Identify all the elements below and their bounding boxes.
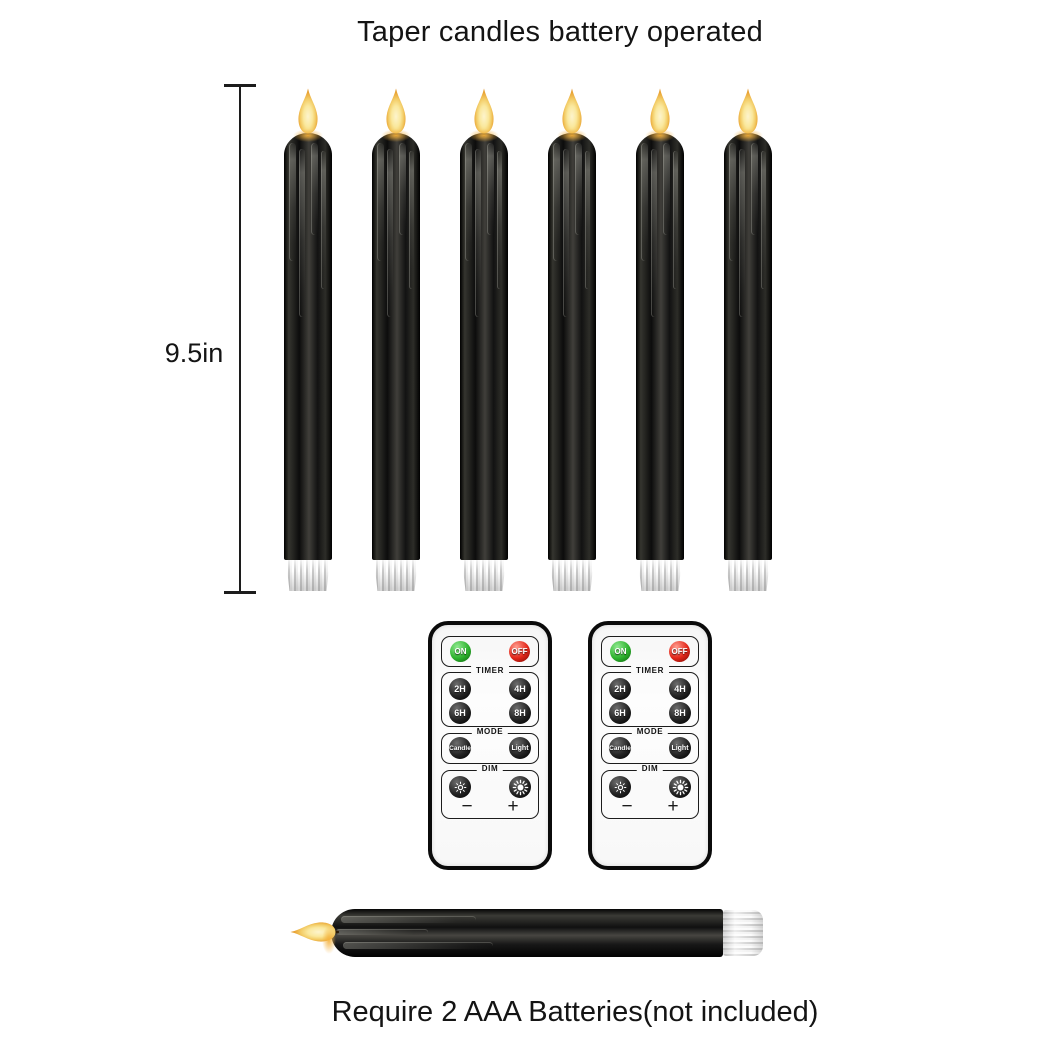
mode-light-button[interactable]: Light [669, 737, 691, 759]
dim-high-icon [672, 779, 689, 796]
on-button[interactable]: ON [450, 641, 471, 662]
timer-4h-button[interactable]: 4H [509, 678, 531, 700]
on-button-label: ON [614, 647, 627, 656]
candle-base [638, 560, 682, 591]
dim-minus-label: − [461, 796, 473, 817]
dim-low-icon [453, 780, 468, 795]
mode-section-label: MODE [471, 727, 509, 736]
dim-down-button[interactable] [609, 776, 631, 798]
candle [372, 87, 420, 595]
candle-body [548, 129, 596, 560]
height-measurement-label: 9.5in [164, 338, 224, 368]
candle-body [460, 129, 508, 560]
candle [548, 87, 596, 595]
flame-glow [645, 129, 675, 142]
off-button-label: OFF [511, 647, 528, 656]
horizontal-candle [286, 906, 768, 960]
candle-base [550, 560, 594, 591]
mode-candle-button[interactable]: Candle [449, 737, 471, 759]
timer-6h-button[interactable]: 6H [449, 702, 471, 724]
candle-base [462, 560, 506, 591]
dim-section-label: DIM [636, 764, 664, 773]
candle-body [636, 129, 684, 560]
flame-glow [381, 129, 411, 142]
mode-group: MODE Candle Light [441, 727, 539, 764]
candle [636, 87, 684, 595]
timer-2h-button[interactable]: 2H [609, 678, 631, 700]
measure-cap-top [224, 84, 256, 87]
flame-glow [469, 129, 499, 142]
mode-candle-button[interactable]: Candle [609, 737, 631, 759]
flame-glow [322, 926, 336, 954]
measure-cap-bottom [224, 591, 256, 594]
candle [284, 87, 332, 595]
timer-8h-button[interactable]: 8H [669, 702, 691, 724]
measure-line [239, 86, 241, 592]
candle-base [723, 910, 763, 956]
battery-note: Require 2 AAA Batteries(not included) [331, 996, 819, 1028]
flame-glow [733, 129, 763, 142]
off-button[interactable]: OFF [669, 641, 690, 662]
on-button-label: ON [454, 647, 467, 656]
flame-glow [557, 129, 587, 142]
dim-section-label: DIM [476, 764, 504, 773]
dim-high-icon [512, 779, 529, 796]
candle-body [284, 129, 332, 560]
timer-8h-button[interactable]: 8H [509, 702, 531, 724]
candle-body [331, 909, 723, 957]
candle-base [726, 560, 770, 591]
candle-body [724, 129, 772, 560]
timer-group: TIMER 2H 4H 6H 8H [441, 666, 539, 727]
timer-group: TIMER 2H 4H 6H 8H [601, 666, 699, 727]
timer-2h-button[interactable]: 2H [449, 678, 471, 700]
mode-group: MODE Candle Light [601, 727, 699, 764]
dim-plus-label: + [507, 796, 519, 817]
timer-6h-button[interactable]: 6H [609, 702, 631, 724]
mode-light-button[interactable]: Light [509, 737, 531, 759]
candle [724, 87, 772, 595]
remote-control-1: ON OFF TIMER 2H 4H 6H 8H MODE Candle Lig… [428, 621, 552, 870]
dim-low-icon [613, 780, 628, 795]
dim-group: DIM − + [441, 764, 539, 819]
flame-glow [293, 129, 323, 142]
power-group: ON OFF [601, 636, 699, 667]
candle-base [286, 560, 330, 591]
off-button[interactable]: OFF [509, 641, 530, 662]
dim-group: DIM − + [601, 764, 699, 819]
on-button[interactable]: ON [610, 641, 631, 662]
timer-section-label: TIMER [471, 666, 509, 675]
dim-plus-label: + [667, 796, 679, 817]
dim-up-button[interactable] [669, 776, 691, 798]
candle-body [372, 129, 420, 560]
candle-base [374, 560, 418, 591]
page-title: Taper candles battery operated [357, 16, 763, 48]
dim-minus-label: − [621, 796, 633, 817]
dim-up-button[interactable] [509, 776, 531, 798]
dim-down-button[interactable] [449, 776, 471, 798]
off-button-label: OFF [671, 647, 688, 656]
candle [460, 87, 508, 595]
timer-section-label: TIMER [631, 666, 669, 675]
timer-4h-button[interactable]: 4H [669, 678, 691, 700]
remote-control-2: ON OFF TIMER 2H 4H 6H 8H MODE Candle Lig… [588, 621, 712, 870]
mode-section-label: MODE [631, 727, 669, 736]
power-group: ON OFF [441, 636, 539, 667]
